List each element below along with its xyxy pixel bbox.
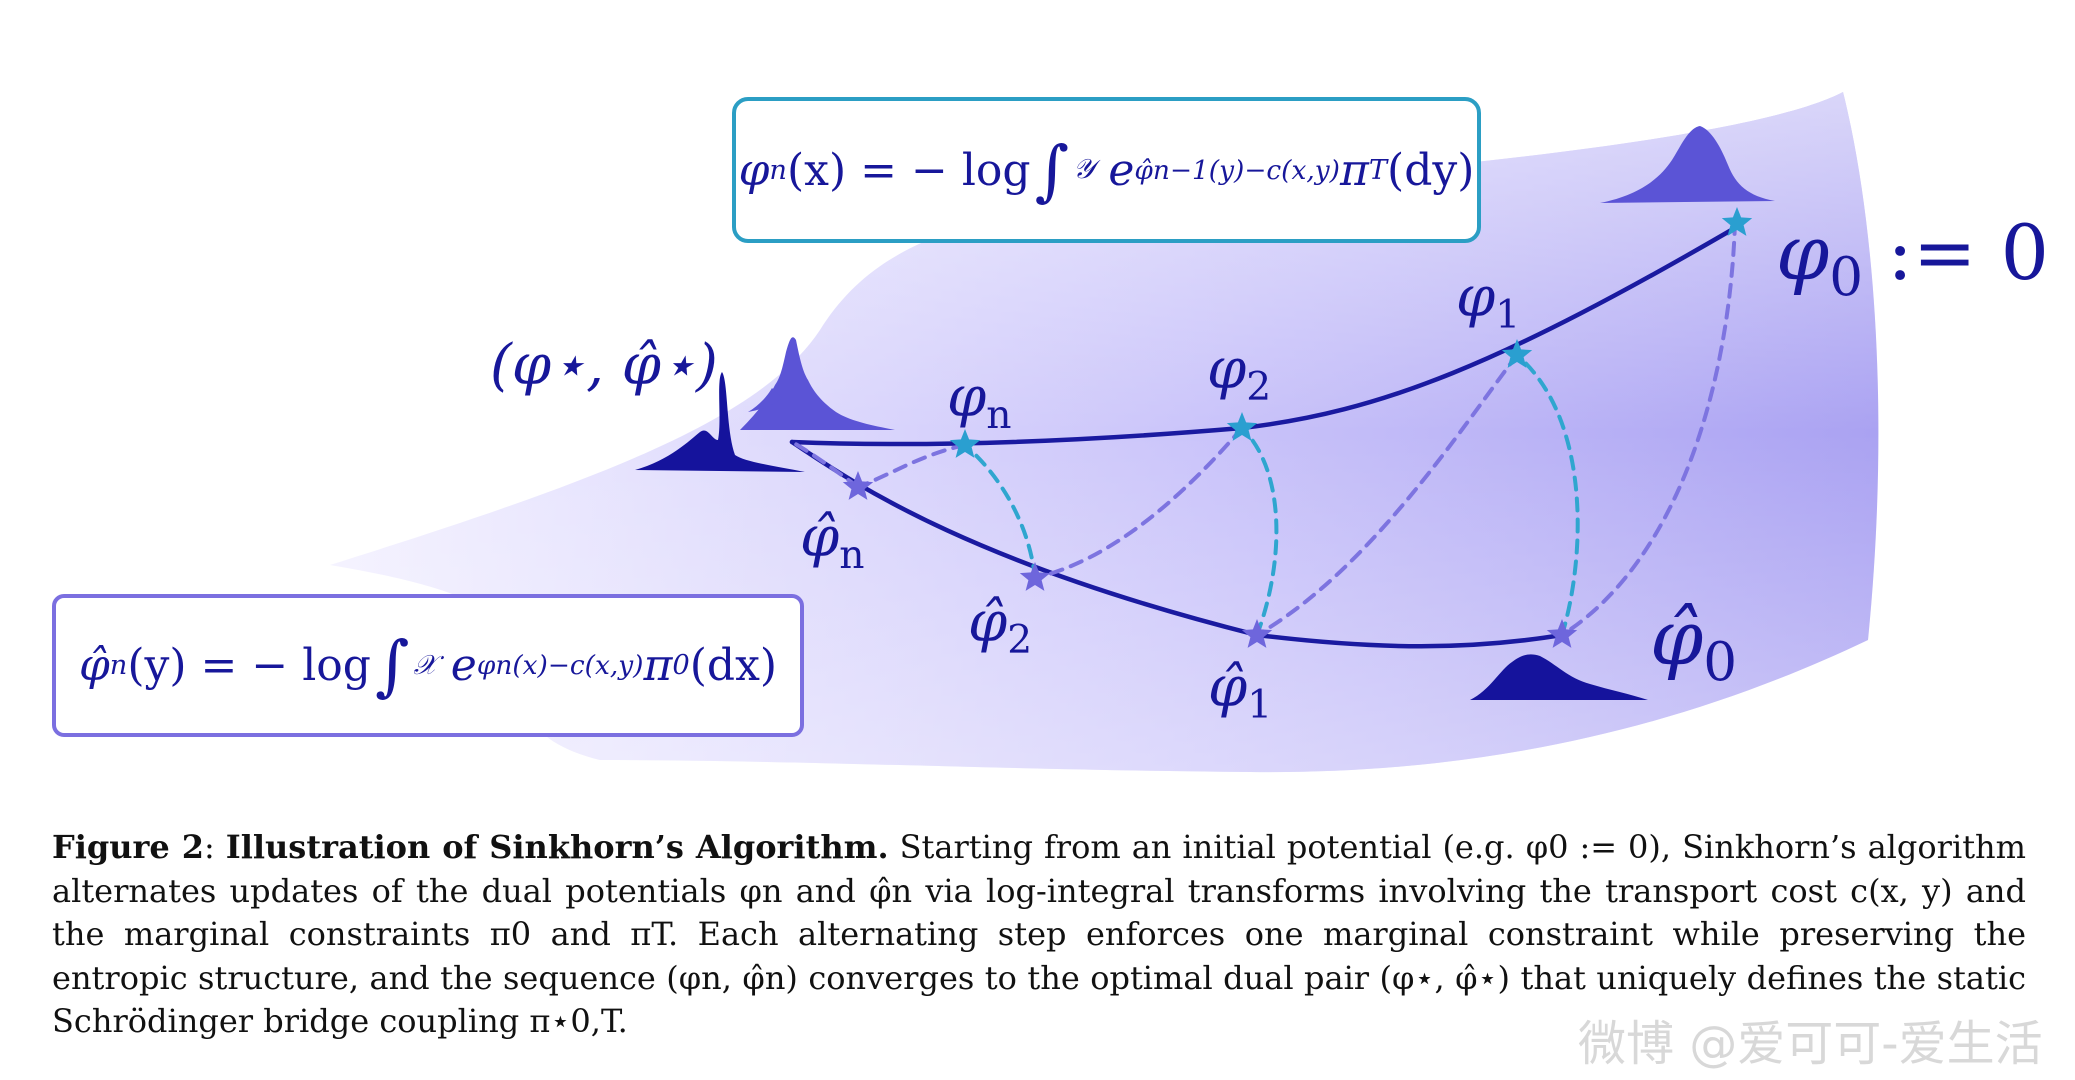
integral-sign: ∫ [375,627,409,704]
eq-bottom-exponent: φn(x)−c(x,y) [477,650,644,681]
eq-top-measure-sub: T [1369,155,1387,186]
label-phihat-0: φ̂0 [1650,600,1737,689]
eq-top-measure-arg: (dy) [1387,145,1474,196]
eq-top-equals: = − log [860,145,1030,196]
eq-top-lhs-sub: n [769,155,787,186]
eq-bottom-measure-sub: 0 [672,650,689,681]
label-phi-2: φ2 [1207,342,1271,407]
eq-bottom-measure-arg: (dx) [690,640,777,691]
eq-top-measure: π [1340,145,1369,196]
eq-top-integral-sub: 𝒴 [1073,154,1094,185]
eq-bottom-equals: = − log [201,640,371,691]
integral-sign: ∫ [1035,132,1069,209]
eq-bottom-measure: π [643,640,672,691]
caption-title: Illustration of Sinkhorn’s Algorithm. [226,828,889,866]
watermark: 微博 @爱可可-爱生活 [1578,1004,2043,1074]
eq-bottom-integral-sub: 𝒳 [413,650,436,681]
label-optimal-pair: (φ⋆, φ̂⋆) [490,338,718,394]
eq-bottom-lhs: φ̂ [79,640,110,691]
eq-top-exponent: φ̂n−1(y)−c(x,y) [1134,155,1340,186]
eq-bottom-lhs-arg: (y) [127,640,186,691]
label-phihat-n: φ̂n [800,510,864,575]
eq-bottom-lhs-sub: n [110,650,128,681]
eq-bottom-exp-base: e [451,640,477,691]
caption-figure-label: Figure 2 [52,828,204,866]
eq-top-exp-base: e [1108,145,1134,196]
label-phihat-2: φ̂2 [968,595,1032,660]
label-phi-n: φn [947,370,1011,435]
label-phi-1: φ1 [1456,270,1520,335]
eq-top-lhs-arg: (x) [787,145,846,196]
label-phihat-1: φ̂1 [1208,660,1272,725]
eq-top-lhs: φ [739,145,770,196]
label-phi-0: φ0 := 0 [1776,215,2049,304]
